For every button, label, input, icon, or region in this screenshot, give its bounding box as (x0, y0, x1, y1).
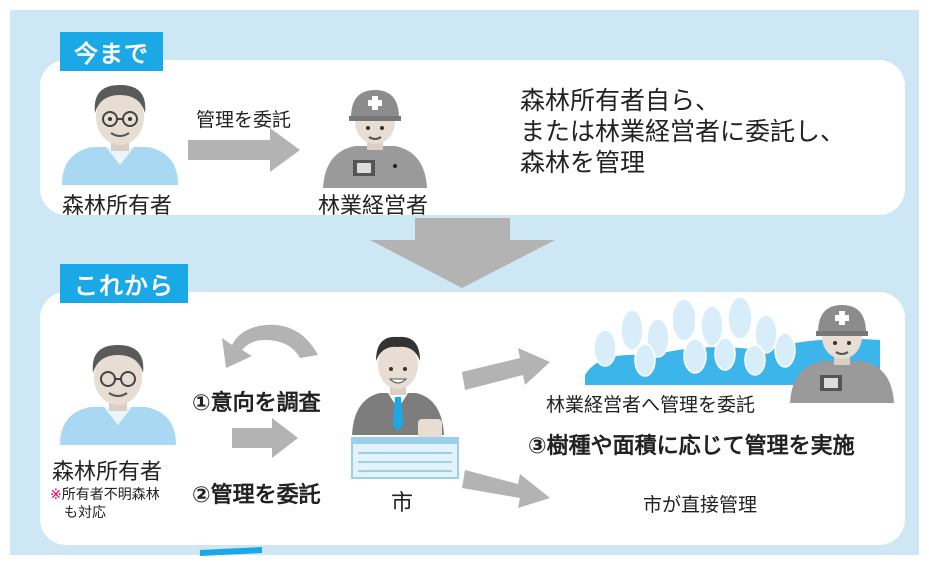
before-owner-label: 森林所有者 (62, 193, 173, 218)
forestry-worker-icon (323, 90, 427, 188)
city-label: 市 (391, 490, 414, 515)
step1-label: ①意向を調査 (192, 390, 321, 415)
before-description-line: 森林所有者自ら、 (520, 87, 721, 115)
note-mark: ※ (50, 486, 62, 502)
forestry-worker-icon (790, 305, 894, 403)
down-arrow-icon (370, 218, 555, 288)
owner-note-line2: も対応 (64, 504, 106, 520)
step3-label: ③樹種や面積に応じて管理を実施 (528, 433, 855, 458)
elderly-owner-icon (62, 85, 178, 185)
step2-label: ②管理を委託 (192, 482, 321, 507)
direct-arrow (462, 470, 550, 508)
before-description-line: 森林を管理 (520, 149, 646, 177)
forest-delegate-label: 林業経営者へ管理を委託 (546, 395, 756, 416)
owner-note-text1: 所有者不明森林 (61, 486, 160, 502)
before-card (40, 60, 905, 215)
owner-note-line1: ※所有者不明森林 (50, 484, 160, 504)
elderly-owner-icon (60, 345, 176, 445)
city-hall-icon (351, 437, 459, 479)
after-tag: これから (60, 264, 188, 303)
before-tag: 今まで (60, 32, 163, 71)
bottom-strip (200, 547, 262, 556)
before-arrow-label: 管理を委託 (196, 110, 292, 131)
city-direct-label: 市が直接管理 (643, 495, 758, 516)
step2-arrow (232, 418, 298, 458)
curved-arrow-icon (222, 324, 318, 368)
before-arrow (188, 128, 300, 172)
before-description: 森林所有者自ら、 または林業経営者に委託し、 森林を管理 (520, 86, 845, 179)
city-official-icon (352, 336, 444, 441)
before-description-line: または林業経営者に委託し、 (520, 118, 846, 146)
before-manager-label: 林業経営者 (318, 193, 429, 218)
forest-icon (585, 296, 880, 385)
delegate-arrow (462, 348, 550, 390)
after-owner-label: 森林所有者 (52, 459, 163, 484)
